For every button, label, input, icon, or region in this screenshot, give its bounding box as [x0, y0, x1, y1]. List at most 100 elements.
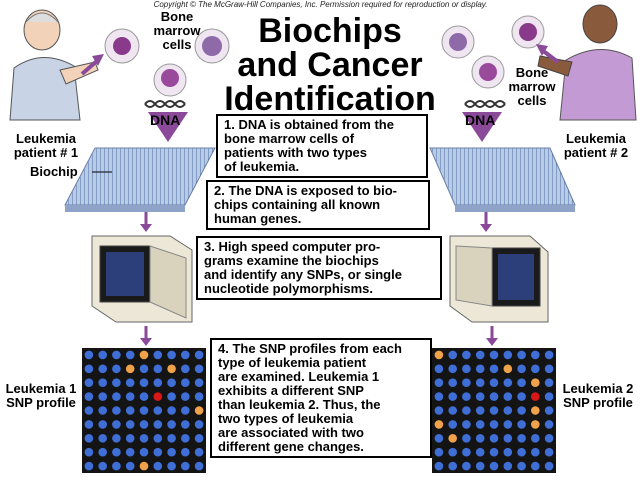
computer-monitor-left-icon	[91, 235, 193, 323]
snp-dot	[194, 392, 204, 401]
snp-dot	[448, 434, 458, 443]
snp-dot	[125, 461, 135, 471]
snp-dot	[139, 434, 149, 443]
snp-dot	[434, 406, 444, 415]
snp-dot	[125, 406, 135, 415]
snp-dot	[125, 378, 135, 388]
snp-dot	[153, 350, 163, 360]
snp-dot	[112, 378, 121, 388]
dna-label-right: DNA	[465, 112, 496, 128]
snp-dot	[517, 364, 526, 374]
snp-dot	[167, 350, 176, 360]
snp-dot	[194, 406, 204, 415]
snp-dot	[434, 350, 444, 360]
snp-dot	[517, 447, 526, 457]
page-title: Biochips and Cancer Identification	[200, 14, 460, 116]
snp-dot	[489, 420, 499, 429]
bone-marrow-label-left: Bone marrow cells	[153, 9, 201, 52]
snp-dot	[181, 406, 190, 415]
snp-profile-grid-left	[82, 348, 206, 473]
snp-dot	[153, 447, 163, 457]
snp-profile-grid-right	[432, 348, 556, 473]
title-line-2: and Cancer	[237, 46, 423, 84]
snp-dot	[139, 420, 149, 429]
snp-dot	[531, 350, 540, 360]
snp-dot	[194, 420, 204, 429]
dna-helix-left-icon	[144, 100, 186, 108]
arrow-head-icon	[92, 54, 104, 66]
snp-dot	[98, 447, 107, 457]
title-line-3: Identification	[224, 80, 436, 118]
snp-dot	[517, 434, 526, 443]
snp-dot	[544, 420, 554, 429]
snp-dot	[112, 406, 121, 415]
snp-dot	[84, 461, 94, 471]
snp-dot	[544, 461, 554, 471]
snp-dot	[434, 461, 444, 471]
snp-dot	[503, 364, 513, 374]
funnel-arrow-right	[462, 112, 502, 142]
snp-dot	[98, 392, 107, 401]
patient-2-illustration	[537, 4, 637, 121]
arrow-patient-2-to-cells	[540, 48, 560, 64]
snp-dot	[544, 364, 554, 374]
snp-dot	[517, 350, 526, 360]
snp-dot	[544, 392, 554, 401]
snp-dot	[503, 461, 513, 471]
bone-marrow-label-right: Bone marrow cells	[508, 65, 556, 108]
snp-dot	[84, 364, 94, 374]
patient-1-illustration	[9, 9, 99, 121]
snp-dot	[98, 350, 107, 360]
snp-dot	[434, 434, 444, 443]
snp-dot	[153, 461, 163, 471]
snp-dot	[112, 434, 121, 443]
snp-dot	[531, 434, 540, 443]
snp-dot	[475, 364, 485, 374]
snp-dot	[448, 378, 458, 388]
snp-dot	[489, 378, 499, 388]
snp-dot	[167, 392, 176, 401]
snp-dot	[448, 406, 458, 415]
snp-dot	[139, 406, 149, 415]
snp-dot	[434, 392, 444, 401]
snp-dot	[98, 434, 107, 443]
snp-dot	[462, 420, 471, 429]
snp-dot	[153, 406, 163, 415]
snp-dot	[475, 378, 485, 388]
arrow-computer-to-grid-left	[140, 326, 152, 346]
snp-dot	[503, 392, 513, 401]
dna-helix-right-icon	[464, 100, 506, 108]
snp-dot	[98, 461, 107, 471]
snp-dot	[434, 447, 444, 457]
copyright-notice: Copyright © The McGraw-Hill Companies, I…	[153, 0, 488, 9]
snp-dot	[489, 392, 499, 401]
snp-dot	[448, 420, 458, 429]
snp-dot	[181, 378, 190, 388]
snp-dot	[462, 378, 471, 388]
snp-dot	[448, 392, 458, 401]
snp-dot	[84, 420, 94, 429]
snp-dot	[153, 434, 163, 443]
snp-dot	[462, 447, 471, 457]
step-4-box: 4. The SNP profiles from each type of le…	[210, 338, 432, 458]
step-1-box: 1. DNA is obtained from the bone marrow …	[216, 114, 428, 178]
snp-dot	[181, 364, 190, 374]
snp-dot	[531, 378, 540, 388]
snp-dot	[475, 406, 485, 415]
snp-dot	[153, 392, 163, 401]
snp-dot	[98, 364, 107, 374]
snp-profile-label-right: Leukemia 2 SNP profile	[562, 381, 634, 410]
snp-dot	[139, 461, 149, 471]
snp-dot	[167, 461, 176, 471]
snp-dot	[475, 461, 485, 471]
patient-1-label: Leukemia patient # 1	[13, 131, 79, 160]
snp-dot	[448, 350, 458, 360]
snp-dot	[531, 392, 540, 401]
snp-dot	[434, 420, 444, 429]
dna-label-left: DNA	[150, 112, 181, 128]
snp-dot	[517, 420, 526, 429]
snp-dot	[125, 434, 135, 443]
snp-dot	[489, 406, 499, 415]
snp-dot	[475, 350, 485, 360]
arrow-head-icon	[536, 44, 548, 56]
